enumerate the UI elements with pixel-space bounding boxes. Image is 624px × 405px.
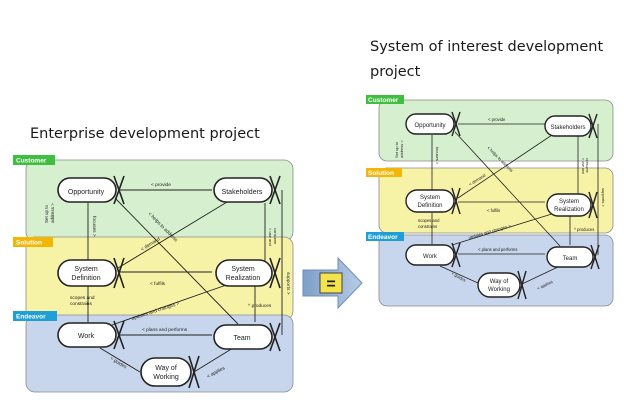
right-relation-use-and-consume-2: consume — [585, 158, 589, 173]
right-alpha-opportunity-label: Opportunity — [414, 123, 445, 129]
right-alpha-stakeholders: Stakeholders — [544, 113, 598, 139]
right-relation-supports: supports > — [601, 188, 606, 207]
right-relation-provide: < provide — [488, 117, 506, 122]
right-diagram: Customer Solution Endeavor < provide Set… — [366, 95, 614, 307]
right-alpha-system-definition-label-1: System — [420, 195, 440, 201]
left-relation-fulfils: < fulfils — [150, 281, 166, 287]
right-alpha-way-of-working-label-1: Way of — [490, 279, 509, 285]
left-relation-supports: supports > — [285, 272, 291, 295]
right-relation-set-up-to-address-2: address > — [399, 140, 404, 158]
left-alpha-system-definition: System Definition — [57, 257, 125, 289]
left-alpha-team-label: Team — [233, 335, 250, 342]
left-endeavor-tag-label: Endeavor — [16, 314, 46, 321]
left-customer-tag-label: Customer — [16, 158, 47, 165]
right-solution-area — [378, 167, 614, 234]
right-alpha-way-of-working: Way of Working — [477, 270, 527, 300]
left-endeavor-tag — [13, 311, 57, 321]
right-alpha-system-realization-label-2: Realization — [554, 207, 584, 213]
left-alpha-system-realization: System Realization — [215, 257, 281, 289]
left-relation-scopes-and-constrains-1: scopes and — [70, 295, 95, 301]
right-customer-tag — [366, 95, 404, 104]
right-relation-applies: < applies — [536, 279, 553, 291]
left-customer-tag — [13, 155, 55, 165]
left-alpha-system-definition-label-2: Definition — [71, 275, 100, 282]
left-relation-provide: < provide — [151, 182, 171, 188]
left-alpha-opportunity: Opportunity — [57, 175, 125, 205]
right-diagram-title-line-2: project — [370, 64, 421, 80]
left-alpha-system-realization-label-1: System — [231, 266, 255, 273]
left-alpha-stakeholders-label: Stakeholders — [222, 189, 263, 196]
right-relation-set-up-to-address-1: Set up to — [394, 141, 399, 158]
right-alpha-system-definition: System Definition — [405, 187, 461, 215]
left-relation-set-up-to-address-2: address > — [50, 203, 55, 223]
right-solution-tag — [366, 168, 402, 177]
right-relation-plans-and-performs: < plans and performs — [478, 247, 517, 252]
left-relation-use-and-consume-1: < use and — [268, 228, 273, 246]
left-alpha-opportunity-label: Opportunity — [68, 189, 105, 196]
right-alpha-work: Work — [405, 242, 461, 268]
left-alpha-system-definition-label-1: System — [74, 266, 98, 273]
left-alpha-team: Team — [213, 322, 281, 352]
left-alpha-work: Work — [57, 320, 125, 350]
right-relation-use-and-consume-1: < use and — [581, 158, 585, 174]
left-solution-tag — [13, 237, 53, 247]
left-solution-tag-label: Solution — [16, 240, 42, 247]
right-relation-scopes-and-constrains-2: constrains — [418, 224, 437, 229]
right-alpha-system-definition-label-2: Definition — [417, 203, 442, 209]
left-alpha-way-of-working: Way of Working — [140, 355, 200, 389]
left-relation-scopes-and-constrains-2: constrains — [70, 301, 92, 307]
right-relation-scopes-and-constrains-1: scopes and — [418, 218, 440, 223]
left-relation-use-and-consume-2: consume — [273, 228, 278, 245]
right-customer-tag-label: Customer — [368, 97, 399, 104]
right-alpha-work-label: Work — [423, 254, 438, 260]
left-diagram: Customer Solution Endeavor < provide Set… — [13, 155, 294, 393]
right-solution-tag-label: Solution — [368, 170, 394, 177]
right-alpha-system-realization: System Realization — [546, 191, 598, 219]
right-endeavor-tag — [366, 232, 404, 241]
equals-sign-box — [319, 272, 343, 294]
left-relation-set-up-to-address-1: Set up to — [44, 204, 49, 223]
left-relation-focuses: focuses > — [91, 216, 97, 237]
left-diagram-title: Enterprise development project — [30, 126, 260, 142]
right-alpha-way-of-working-label-2: Working — [488, 287, 510, 293]
right-alpha-system-realization-label-1: System — [559, 199, 579, 205]
right-relation-lines — [431, 123, 599, 285]
left-relation-produces: ^ produces — [248, 303, 272, 309]
left-relation-plans-and-performs: < plans and performs — [142, 327, 188, 333]
right-alpha-opportunity: Opportunity — [405, 111, 461, 137]
right-relation-focuses: focuses > — [435, 147, 440, 165]
right-alpha-team: Team — [546, 244, 600, 270]
left-alpha-way-of-working-label-1: Way of — [155, 365, 177, 372]
right-endeavor-tag-label: Endeavor — [368, 234, 398, 241]
right-relation-fulfils: < fulfils — [487, 208, 500, 213]
left-alpha-way-of-working-label-2: Working — [153, 374, 179, 381]
right-alpha-team-label: Team — [563, 256, 578, 262]
equals-sign: = — [326, 276, 335, 293]
right-diagram-title-line-1: System of interest development — [370, 39, 604, 55]
left-alpha-stakeholders: Stakeholders — [213, 175, 281, 205]
left-alpha-work-label: Work — [78, 333, 95, 340]
left-relation-lines — [87, 189, 283, 373]
equals-arrow: = — [302, 256, 363, 310]
left-alpha-system-realization-label-2: Realization — [226, 275, 261, 282]
right-relation-produces: ^ produces — [574, 227, 594, 232]
right-alpha-stakeholders-label: Stakeholders — [550, 125, 585, 131]
